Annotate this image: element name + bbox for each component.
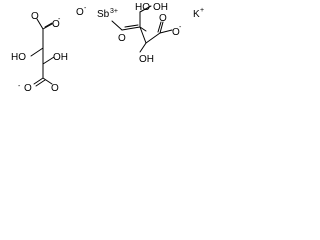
bond [35,79,46,87]
bond [44,22,53,28]
atom-label-hydroxyl: HO [135,2,150,13]
atom-label-oxygen: O [51,83,59,94]
atom-label-oxygen: O [31,11,39,22]
bond [159,21,164,34]
bond [111,20,123,31]
bond [42,23,53,30]
atom-label-hydroxyl: OH [139,54,154,65]
bond [139,26,147,32]
atom-label-oxygen: O [118,33,126,44]
bond [30,47,44,57]
bond [33,77,44,85]
bond [42,56,55,65]
bond [121,26,141,31]
bond [139,42,147,53]
chemical-structure-canvas: O - O HO OH O - O Sb 3+ O - HO OH O O OH… [0,0,213,103]
atom-label-oxygen: O [76,7,84,18]
atom-label-antimony: Sb [97,9,110,20]
bond [145,32,161,44]
atom-label-oxygen: O [172,27,180,38]
atom-label-hydroxyl: HO [11,52,26,63]
charge-label: - [18,83,21,90]
bond [124,24,139,28]
charge-label: + [200,7,204,14]
potassium-ion: K + [193,7,204,20]
left-tartrate-labels: O - O HO OH O - O [11,11,68,94]
structure-drawing: O - O HO OH O - O Sb 3+ O - HO OH O O OH… [11,2,204,94]
atom-label-hydroxyl: OH [53,52,68,63]
right-tartrate-bonds [111,5,173,53]
atom-label-oxygen: O [159,13,167,24]
bond [159,29,173,34]
charge-label: - [179,24,182,31]
bond [139,26,147,44]
atom-label-oxygen: O [52,19,60,30]
bond [42,77,53,85]
bond [157,21,162,33]
antimony-ion: Sb 3+ [97,8,118,20]
bond [139,5,152,13]
atom-label-potassium: K [193,9,200,20]
atom-label-oxygen: O [24,83,32,94]
right-tartrate-labels: O - HO OH O O OH O - [76,2,182,65]
bond [36,18,44,30]
atom-label-hydroxyl: OH [153,2,168,13]
charge-label: - [58,16,61,23]
charge-label: - [84,5,87,12]
charge-label: 3+ [110,8,118,15]
left-tartrate-bonds [30,18,55,87]
